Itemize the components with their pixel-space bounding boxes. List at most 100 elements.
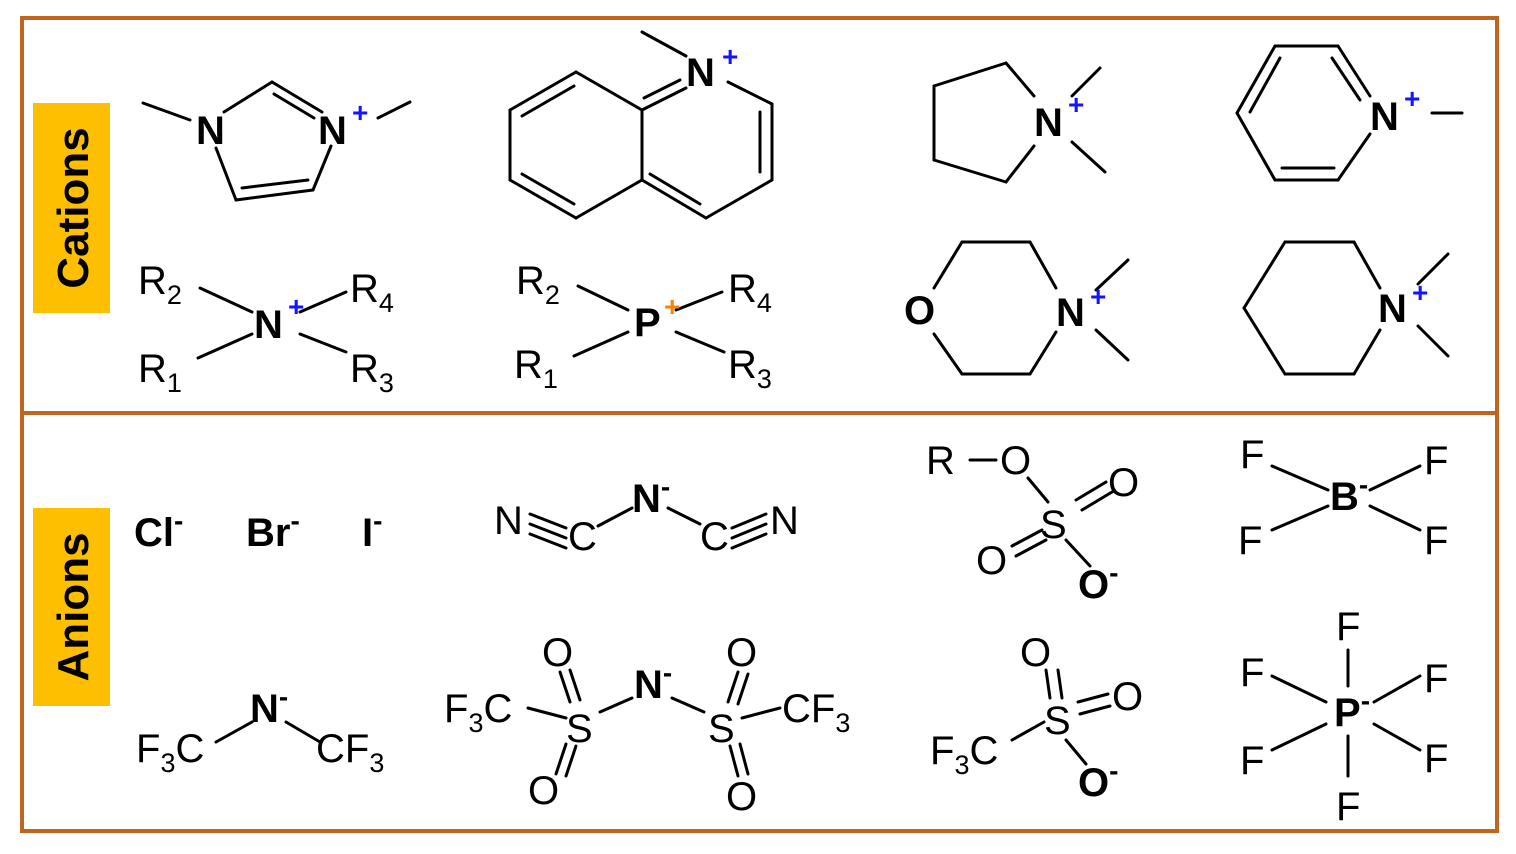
- bromide-anion: Br-: [246, 505, 300, 555]
- pyridinium-charge: +: [1404, 83, 1420, 114]
- atom-label-part: R: [514, 343, 543, 387]
- morpholinium-o: O: [904, 289, 935, 333]
- ammonium-cation: R2 R4 R1 R3 N +: [138, 259, 394, 398]
- triflate-f3c: F3C: [930, 729, 998, 780]
- bond-line: [198, 286, 254, 314]
- bond-line: [1064, 538, 1092, 568]
- atom-label-part: F: [930, 729, 954, 773]
- ammonium-n: N: [254, 303, 283, 347]
- atom-label-part: 1: [167, 368, 182, 398]
- anions-label-background: [33, 508, 110, 706]
- pf6-f-lower-left: F: [1240, 739, 1264, 783]
- bond-line: [1026, 476, 1050, 504]
- bond-line: [1416, 252, 1450, 286]
- pyrrolidinium-n: N: [1034, 101, 1063, 145]
- tetrafluoroborate-anion: F F F F B-: [1238, 433, 1448, 563]
- bond-line: [730, 512, 768, 530]
- atom-label-part: 3: [954, 750, 969, 780]
- alkylsulfate-s: S: [1040, 503, 1067, 547]
- bond-line: [1064, 738, 1088, 766]
- phosphonium-r3: R3: [728, 343, 772, 394]
- bond-line: [376, 100, 412, 120]
- bond-line: [298, 290, 348, 314]
- bond-line: [1270, 504, 1330, 532]
- bond-line: [311, 144, 333, 192]
- bond-line: [284, 720, 322, 744]
- bond-line: [528, 522, 568, 540]
- atom-label-part: -: [373, 505, 382, 536]
- ammonium-r2: R2: [138, 259, 182, 310]
- bond-line: [1056, 668, 1064, 700]
- tfsi-o-bottom-left: O: [528, 769, 559, 813]
- bond-line: [1044, 668, 1052, 700]
- bond-line: [508, 178, 578, 220]
- chloride-anion: Cl-: [134, 505, 183, 555]
- atom-label-part: 3: [757, 364, 772, 394]
- tfsi-o-top-left: O: [542, 631, 573, 675]
- bond-line: [240, 178, 310, 190]
- pf6-p: P-: [1334, 685, 1370, 735]
- bond-line: [648, 172, 702, 206]
- atom-label-part: F: [136, 727, 160, 771]
- bond-line: [1070, 66, 1102, 98]
- hexafluorophosphate-anion: F F F P- F F F: [1240, 605, 1448, 829]
- atom-label-part: -: [290, 505, 299, 536]
- pf6-f-upper-left: F: [1240, 651, 1264, 695]
- bond-line: [520, 84, 576, 118]
- anions-label-text: Anions: [49, 532, 98, 681]
- bf4-f-top-right: F: [1424, 439, 1448, 483]
- bond-line: [730, 522, 768, 540]
- piperidinium-charge: +: [1412, 277, 1428, 308]
- iodide-anion: I-: [362, 505, 382, 555]
- bond-line: [1028, 240, 1058, 290]
- bond-line: [568, 668, 582, 702]
- bond-line: [554, 742, 568, 776]
- bond-line: [564, 744, 578, 778]
- pyrrolidinium-charge: +: [1068, 89, 1084, 120]
- bond-line: [726, 80, 774, 106]
- bond-line: [1352, 328, 1382, 376]
- ntf-f3c: F3C: [136, 727, 204, 778]
- atom-label-part: N: [632, 477, 661, 521]
- bond-line: [1242, 240, 1287, 310]
- bond-line: [726, 670, 740, 704]
- atom-label-part: C: [969, 729, 998, 773]
- pf6-f-top: F: [1336, 605, 1360, 649]
- alkylsulfate-o-minus: O-: [1078, 557, 1118, 607]
- atom-label-part: P: [1334, 691, 1361, 735]
- triflate-o-right: O: [1112, 675, 1143, 719]
- bond-line: [728, 744, 740, 778]
- atom-label-part: I: [362, 511, 373, 555]
- bond-line: [640, 178, 708, 220]
- bond-line: [1080, 490, 1114, 512]
- bond-line: [1270, 464, 1330, 492]
- bond-line: [214, 146, 238, 202]
- pyrrolidinium-cation: N +: [932, 61, 1107, 184]
- atom-label-part: -: [1109, 755, 1118, 786]
- atom-label-part: 4: [379, 288, 394, 318]
- atom-label-part: 4: [757, 288, 772, 318]
- phosphonium-p: P: [634, 301, 661, 345]
- tfsi-cf3: CF3: [782, 687, 850, 738]
- bond-line: [1070, 140, 1107, 174]
- bond-line: [1094, 328, 1130, 362]
- atom-label-part: -: [663, 657, 672, 688]
- tfsi-s-left: S: [566, 707, 593, 751]
- atom-label-part: R: [350, 267, 379, 311]
- dicyanamide-n-right: N: [770, 499, 799, 543]
- pf6-f-lower-right: F: [1424, 737, 1448, 781]
- anions-section-label: Anions: [33, 508, 110, 706]
- atom-label-part: R: [138, 347, 167, 391]
- bf4-f-bottom-right: F: [1424, 519, 1448, 563]
- pyridinium-cation: N +: [1235, 44, 1464, 182]
- bond-line: [272, 92, 316, 120]
- triflate-anion: O S O F3C O-: [930, 631, 1143, 805]
- cations-section-label: Cations: [33, 103, 110, 313]
- cations-label-text: Cations: [49, 127, 98, 288]
- bond-line: [1010, 720, 1046, 742]
- bistriflimide-anion: F3C O S O N- O S O CF3: [444, 631, 850, 819]
- atom-label-part: 3: [468, 708, 483, 738]
- phosphonium-charge: +: [664, 291, 680, 322]
- bond-line: [666, 506, 702, 526]
- atom-label-part: 3: [379, 368, 394, 398]
